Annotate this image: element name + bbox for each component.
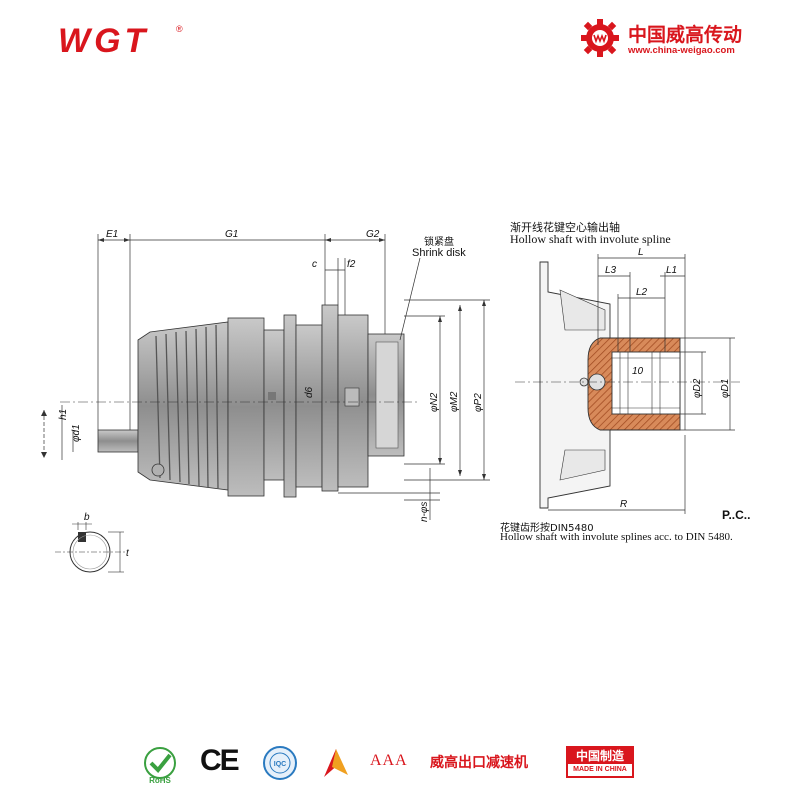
dim-e1: E1 [106,229,118,240]
dim-l: L [638,247,644,258]
shrink-disk-label-en: Shrink disk [412,247,466,259]
ce-mark: CE [200,744,240,777]
dim-d1-detail: φD1 [720,379,731,398]
made-in-china-zh: 中国制造 [568,748,632,764]
dim-c: c [312,259,317,270]
gearbox-body [60,304,420,498]
dim-b: b [84,512,90,523]
gear-logo-icon [581,19,619,57]
dim-10: 10 [632,366,644,377]
dim-l2: L2 [636,287,648,298]
hollow-shaft-title-en: Hollow shaft with involute spline [510,232,671,246]
shrink-disk-label-zh: 锁紧盘 [424,237,454,248]
dim-n2: φN2 [429,392,440,412]
dim-d1: φd1 [71,424,82,442]
hollow-shaft-detail [515,254,740,514]
dim-h1: h1 [58,409,69,420]
dim-r: R [620,499,627,510]
dim-m2: φM2 [449,391,460,412]
shaft-key-section [55,522,125,573]
company-name: 中国威高传动 [628,24,743,46]
iqc-icon: IQC [263,746,297,780]
dim-p2: φP2 [473,393,484,412]
dim-t: t [126,548,130,559]
dim-l1: L1 [666,265,677,276]
dim-g2: G2 [366,229,380,240]
iqc-label: IQC [274,761,286,768]
dim-d6: d6 [304,386,315,398]
pc-label: P..C.. [722,508,751,522]
aaa-rating: AAA [370,752,408,769]
hollow-shaft-title-zh: 渐开线花键空心输出轴 [510,221,620,234]
rohs-icon: RoHS [144,747,176,785]
spline-note-zh: 花键齿形按DIN5480 [500,523,594,534]
brand-registered-mark: ® [176,24,183,34]
dim-l3: L3 [605,265,617,276]
dimension-lines [61,234,490,520]
rohs-label: RoHS [149,776,171,785]
dim-ns: n-φs [419,502,430,522]
made-in-china-en: MADE IN CHINA [573,766,627,773]
spline-note-en: Hollow shaft with involute splines acc. … [500,531,733,543]
dim-f2: f2 [347,259,356,270]
dim-g1: G1 [225,229,238,240]
export-reducer-text: 威高出口减速机 [430,755,528,771]
made-in-china-badge: 中国制造 MADE IN CHINA [566,746,634,778]
company-url: www.china-weigao.com [628,45,735,56]
dim-d2: φD2 [692,378,703,398]
brand-logo: WGT [58,22,150,60]
quality-mark-icon [324,749,348,777]
